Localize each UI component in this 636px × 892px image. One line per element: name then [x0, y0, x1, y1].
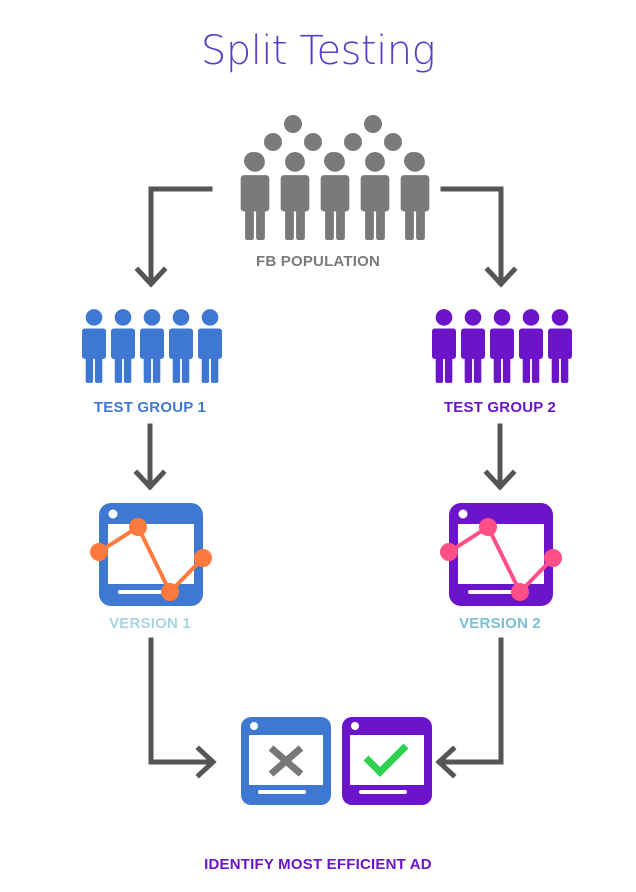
test-group-2-label: TEST GROUP 2: [443, 399, 557, 416]
person-head-icon: [284, 115, 302, 133]
x-mark-icon: [268, 745, 304, 777]
person-icon: [320, 152, 350, 240]
page-title: Split Testing: [200, 28, 436, 74]
arrow-group1-to-version1: [133, 423, 167, 491]
test-group-1-label: TEST GROUP 1: [93, 399, 207, 416]
arrow-population-to-group2: [440, 186, 518, 288]
checkmark-icon: [363, 743, 409, 777]
people-crowd-icon: [240, 115, 430, 240]
person-icon: [400, 152, 430, 240]
ad-chart-window-icon: [440, 503, 562, 606]
person-head-icon: [344, 133, 362, 151]
version-1-label: VERSION 1: [109, 615, 191, 632]
people-group-icon: [432, 309, 572, 383]
arrow-version2-to-result: [435, 637, 504, 779]
population-label: FB POPULATION: [256, 253, 380, 270]
person-icon: [490, 309, 514, 383]
person-icon: [140, 309, 164, 383]
person-head-icon: [384, 133, 402, 151]
ad-window-x-icon: [241, 717, 331, 805]
flow-arrows: [133, 186, 518, 779]
arrow-version1-to-result: [148, 637, 217, 779]
person-icon: [548, 309, 572, 383]
person-icon: [169, 309, 193, 383]
ad-window-check-icon: [342, 717, 432, 805]
person-head-icon: [364, 115, 382, 133]
chart-line: [447, 524, 555, 596]
person-icon: [519, 309, 543, 383]
arrow-group2-to-version2: [483, 423, 517, 491]
person-head-icon: [264, 133, 282, 151]
person-icon: [82, 309, 106, 383]
arrow-population-to-group1: [134, 186, 213, 288]
person-icon: [111, 309, 135, 383]
result-label: IDENTIFY MOST EFFICIENT AD: [204, 856, 432, 873]
person-icon: [432, 309, 456, 383]
person-icon: [198, 309, 222, 383]
ad-chart-window-icon: [90, 503, 212, 606]
person-icon: [461, 309, 485, 383]
person-icon: [280, 152, 310, 240]
chart-line: [97, 524, 205, 596]
version-2-label: VERSION 2: [459, 615, 541, 632]
person-icon: [360, 152, 390, 240]
person-head-icon: [304, 133, 322, 151]
people-group-icon: [82, 309, 222, 383]
person-icon: [240, 152, 270, 240]
